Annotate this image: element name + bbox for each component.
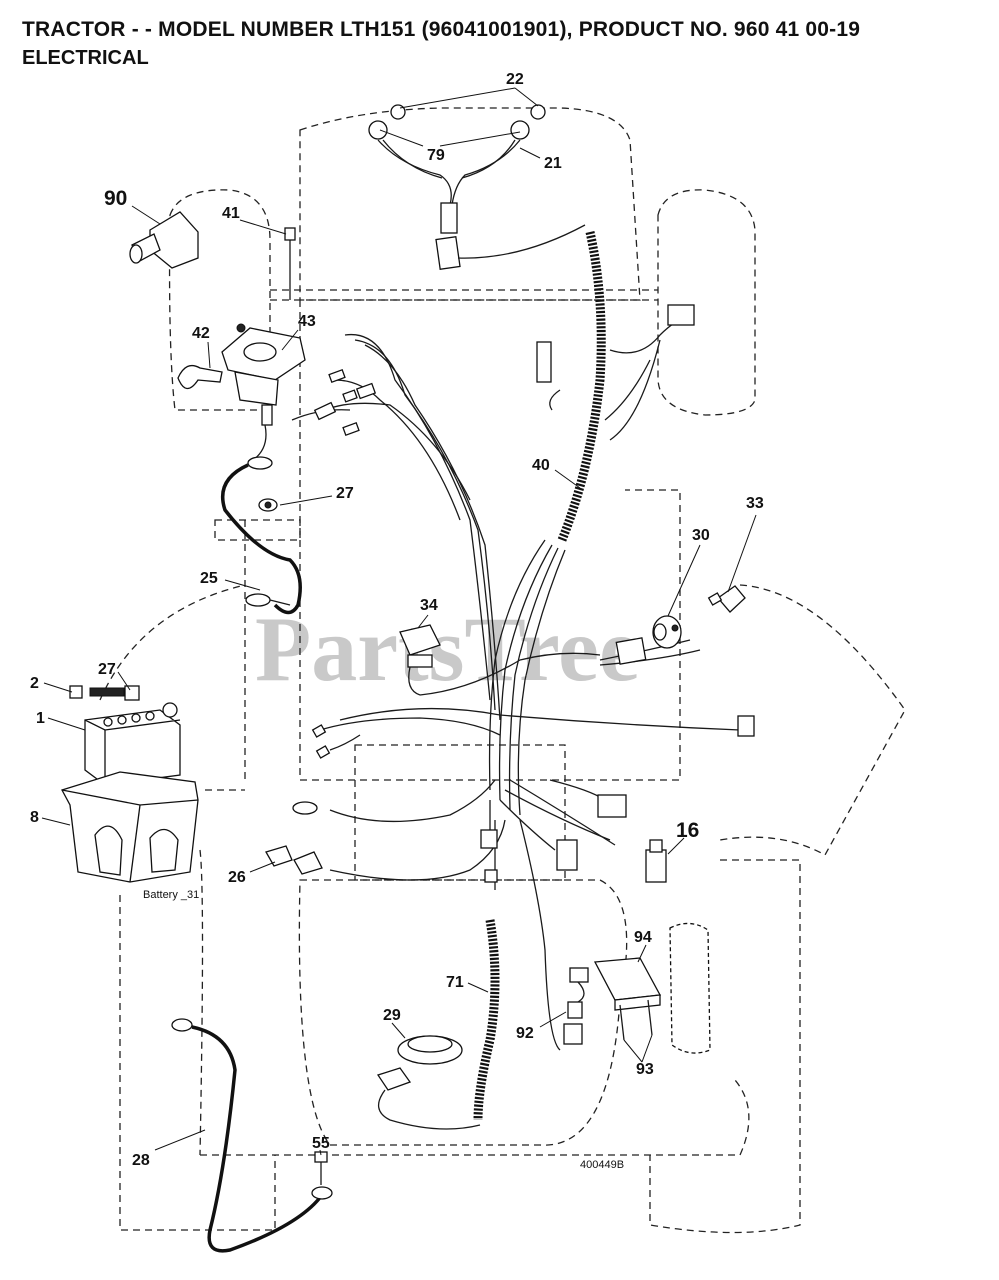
callout-43: 43: [298, 313, 316, 330]
seat-switch-icon: [376, 1035, 481, 1130]
headlight-assembly: [368, 104, 586, 270]
watermark: PartsTree: [255, 598, 640, 700]
callout-33: 33: [746, 495, 764, 512]
battery-icon: [69, 685, 181, 786]
drawing-number: 400449B: [580, 1159, 624, 1171]
callout-94: 94: [634, 929, 652, 946]
relay-icon: [645, 839, 667, 883]
callout-55: 55: [312, 1135, 330, 1152]
seat-harness-conduit: [473, 919, 500, 1121]
callout-1: 1: [36, 710, 45, 727]
callout-8: 8: [30, 809, 39, 826]
battery-box-icon: [61, 771, 199, 883]
callout-16: 16: [676, 819, 699, 842]
fuse-holder-icon: [265, 845, 323, 875]
callout-30: 30: [692, 527, 710, 544]
key-switch-icon: [652, 615, 682, 649]
fuse-block-icon: [593, 922, 711, 1054]
callout-29: 29: [383, 1007, 401, 1024]
callout-21: 21: [544, 155, 562, 172]
callout-41: 41: [222, 205, 240, 222]
callout-79: 79: [427, 147, 445, 164]
callout-22: 22: [506, 71, 524, 88]
callout-92: 92: [516, 1025, 534, 1042]
harness-connectors: [292, 304, 755, 883]
section-subtitle: ELECTRICAL: [22, 47, 149, 69]
callout-25: 25: [200, 570, 218, 587]
safety-switch-icon: [563, 967, 589, 1045]
callout-90: 90: [104, 187, 127, 210]
callout-27-washer: 27: [336, 485, 354, 502]
callout-26: 26: [228, 869, 246, 886]
callout-labels: 22 79 21 90 41 43 42 27 40 33 30 25 34 2…: [30, 71, 764, 1171]
connector-plug-icon: [707, 585, 746, 613]
callout-93: 93: [636, 1061, 654, 1078]
battery-note: Battery _31: [143, 889, 199, 901]
leader-lines: [41, 87, 757, 1156]
ignition-switch-icon: [221, 227, 306, 426]
harness-conduit: [557, 231, 606, 542]
callout-71: 71: [446, 974, 464, 991]
callout-42: 42: [192, 325, 210, 342]
wire-harness: [291, 314, 741, 1051]
callout-2: 2: [30, 675, 39, 692]
callout-28: 28: [132, 1152, 150, 1169]
callout-27-nut: 27: [98, 661, 116, 678]
tractor-outline: [99, 107, 906, 1234]
callout-40: 40: [532, 457, 550, 474]
ignition-cap-icon: [129, 211, 199, 269]
ground-cable-icon: [220, 424, 302, 615]
callout-34: 34: [420, 597, 438, 614]
page-title: TRACTOR - - MODEL NUMBER LTH151 (9604100…: [22, 18, 861, 41]
rocker-switch-icon: [399, 624, 441, 696]
key-icon: [177, 364, 223, 390]
battery-cable-icon: [171, 1018, 333, 1253]
